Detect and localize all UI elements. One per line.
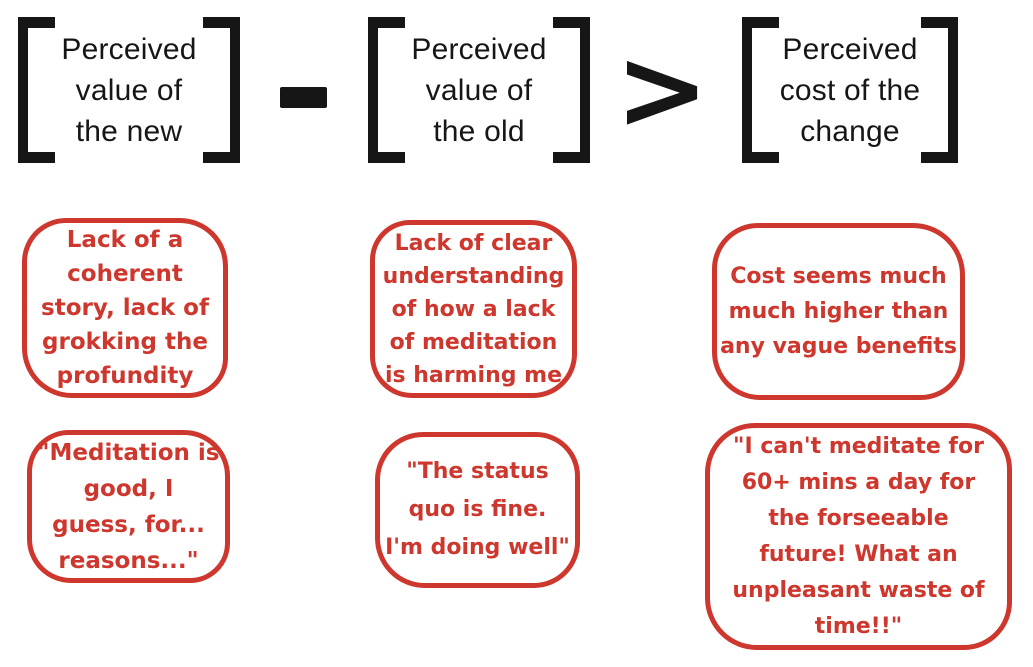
note-new-value-barrier: Lack of a coherent story, lack of grokki…: [22, 218, 228, 398]
left-bracket-icon: [742, 17, 779, 163]
note-old-value-barrier: Lack of clear understanding of how a lac…: [370, 220, 577, 398]
minus-bar-shape: [280, 87, 327, 108]
term-perceived-value-new-label: Perceived value of the new: [61, 32, 197, 148]
note-cost-barrier: Cost seems much much higher than any vag…: [712, 223, 965, 400]
left-bracket-icon: [18, 17, 55, 163]
left-bracket-icon: [368, 17, 405, 163]
note-old-value-quote: "The status quo is fine. I'm doing well": [375, 432, 580, 588]
term-perceived-value-old-label: Perceived value of the old: [411, 32, 547, 148]
term-perceived-cost-change-label: Perceived cost of the change: [779, 32, 921, 148]
minus-operator-icon: [280, 87, 327, 108]
right-bracket-icon: [921, 17, 958, 163]
term-perceived-value-old: Perceived value of the old: [368, 17, 590, 163]
note-new-value-quote: "Meditation is good, I guess, for... rea…: [27, 430, 230, 583]
note-cost-quote: "I can't meditate for 60+ mins a day for…: [705, 423, 1012, 650]
term-perceived-value-new: Perceived value of the new: [18, 17, 240, 163]
right-bracket-icon: [203, 17, 240, 163]
right-bracket-icon: [553, 17, 590, 163]
term-perceived-cost-change: Perceived cost of the change: [742, 17, 958, 163]
greater-than-operator: >: [615, 25, 709, 155]
